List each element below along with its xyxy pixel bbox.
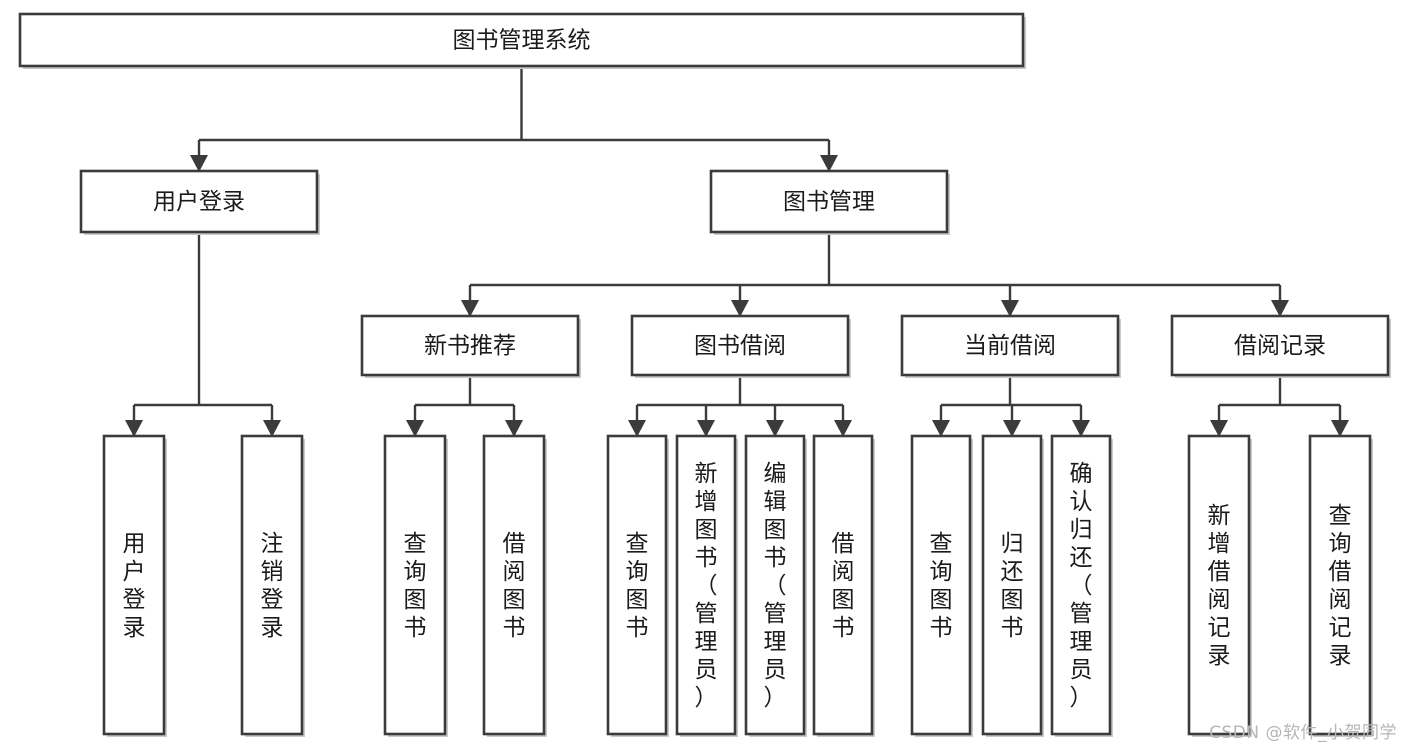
arrow-head-icon <box>697 420 715 437</box>
node-leaf-query-book-3[interactable]: 查询图书 <box>910 434 973 737</box>
arrow-head-icon <box>731 300 749 317</box>
node-borrow-record[interactable]: 借阅记录 <box>1170 314 1391 378</box>
node-label: 查询借阅记录 <box>1329 503 1352 669</box>
arrow-head-icon <box>1210 420 1228 437</box>
node-user-login[interactable]: 用户登录 <box>79 169 320 235</box>
edge-group-from-new-book-rec <box>406 375 523 437</box>
arrow-head-icon <box>932 420 950 437</box>
node-leaf-borrow-book-2[interactable]: 借阅图书 <box>812 434 875 737</box>
node-current-borrow[interactable]: 当前借阅 <box>900 314 1121 378</box>
node-leaf-borrow-book-1[interactable]: 借阅图书 <box>482 434 547 737</box>
node-leaf-logout[interactable]: 注销登录 <box>240 434 305 737</box>
edge-group-from-book-borrow <box>628 375 852 437</box>
arrow-head-icon <box>1331 420 1349 437</box>
arrow-head-icon <box>461 300 479 317</box>
arrow-head-icon <box>125 420 143 437</box>
node-label: 借阅图书 <box>503 531 526 641</box>
arrow-head-icon <box>1271 300 1289 317</box>
node-book-borrow[interactable]: 图书借阅 <box>630 314 851 378</box>
arrow-head-icon <box>820 155 838 172</box>
node-leaf-query-book-2[interactable]: 查询图书 <box>606 434 669 737</box>
node-leaf-query-record[interactable]: 查询借阅记录 <box>1308 434 1373 737</box>
edge-group-from-book-manage <box>461 232 1289 317</box>
arrow-head-icon <box>263 420 281 437</box>
node-label: 归还图书 <box>1001 531 1024 641</box>
arrow-head-icon <box>1001 300 1019 317</box>
node-label: 查询图书 <box>930 531 953 641</box>
connector-layer <box>125 66 1349 437</box>
node-layer: 图书管理系统用户登录图书管理新书推荐图书借阅当前借阅借阅记录用户登录注销登录查询… <box>18 12 1391 737</box>
node-label: 注销登录 <box>261 531 284 641</box>
edge-group-from-root <box>190 66 838 172</box>
node-label: 当前借阅 <box>964 333 1056 359</box>
node-leaf-return-book[interactable]: 归还图书 <box>981 434 1044 737</box>
edge-group-from-current-borrow <box>932 375 1090 437</box>
node-label: 借阅记录 <box>1234 333 1326 359</box>
node-new-book-rec[interactable]: 新书推荐 <box>360 314 581 378</box>
arrow-head-icon <box>505 420 523 437</box>
node-label: 图书借阅 <box>694 333 786 359</box>
node-label: 确认归还（管理员） <box>1070 461 1093 711</box>
node-label: 图书管理系统 <box>453 28 591 54</box>
node-label: 新增借阅记录 <box>1208 503 1231 669</box>
node-leaf-user-login[interactable]: 用户登录 <box>102 434 167 737</box>
node-root[interactable]: 图书管理系统 <box>18 12 1026 69</box>
node-leaf-edit-book[interactable]: 编辑图书（管理员） <box>744 434 807 737</box>
arrow-head-icon <box>766 420 784 437</box>
arrow-head-icon <box>406 420 424 437</box>
edge-group-from-borrow-record <box>1210 375 1349 437</box>
node-label: 用户登录 <box>123 531 146 641</box>
node-book-manage[interactable]: 图书管理 <box>709 169 950 235</box>
node-leaf-query-book-1[interactable]: 查询图书 <box>383 434 448 737</box>
node-leaf-add-book[interactable]: 新增图书（管理员） <box>675 434 738 737</box>
arrow-head-icon <box>1003 420 1021 437</box>
node-label: 编辑图书（管理员） <box>764 461 787 711</box>
arrow-head-icon <box>628 420 646 437</box>
node-leaf-confirm-return[interactable]: 确认归还（管理员） <box>1050 434 1113 737</box>
arrow-head-icon <box>190 155 208 172</box>
node-label: 查询图书 <box>404 531 427 641</box>
edge-group-from-user-login <box>125 232 281 437</box>
node-label: 查询图书 <box>626 531 649 641</box>
node-label: 新书推荐 <box>424 333 516 359</box>
node-label: 图书管理 <box>783 189 875 215</box>
node-label: 用户登录 <box>153 189 245 215</box>
node-label: 借阅图书 <box>832 531 855 641</box>
arrow-head-icon <box>1072 420 1090 437</box>
arrow-head-icon <box>834 420 852 437</box>
node-label: 新增图书（管理员） <box>695 461 718 711</box>
node-leaf-add-record[interactable]: 新增借阅记录 <box>1187 434 1252 737</box>
